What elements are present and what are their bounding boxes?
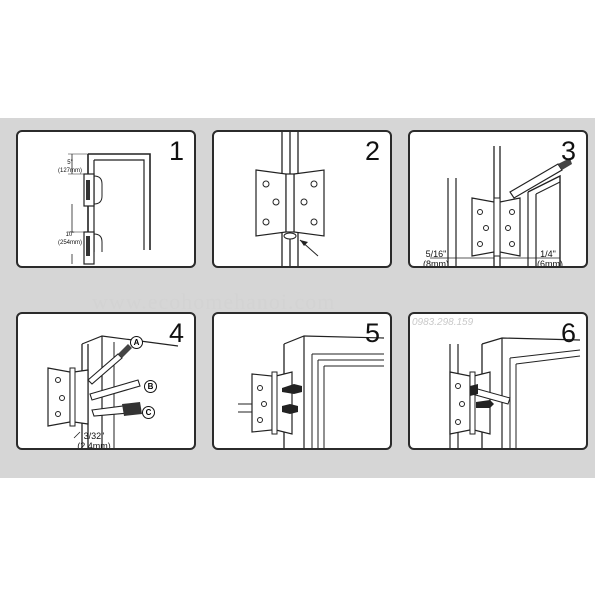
step-5-illustration — [238, 335, 385, 448]
drill-size-mm-label: (2,4mm) — [77, 441, 111, 450]
step-4-number: 4 — [168, 318, 184, 348]
left-measure-label: 5/16" — [425, 249, 447, 259]
left-measure-mm-label: (8mm) — [423, 259, 449, 268]
step-2-number: 2 — [364, 136, 380, 166]
top-distance-mm-label: (127mm) — [57, 168, 82, 174]
right-measure-mm-label: (6mm) — [537, 259, 563, 268]
step-4-illustration — [47, 335, 179, 448]
bottom-distance-label: 10" — [65, 232, 75, 238]
bit-b-marker: B — [144, 380, 157, 393]
step-1-panel: 1 5" (127mm) 10" (254mm) — [16, 130, 196, 268]
step-3-panel: 3 5/16" (8mm) 1/4" (6mm) — [408, 130, 588, 268]
step-6-illustration — [449, 337, 581, 448]
step-1-number: 1 — [168, 136, 184, 166]
bit-a-marker: A — [130, 336, 143, 349]
top-distance-label: 5" — [67, 160, 73, 166]
step-1-illustration — [68, 153, 151, 265]
right-measure-label: 1/4" — [540, 249, 556, 259]
website-watermark: www.ecohomehanoi.com — [92, 289, 336, 314]
bottom-distance-mm-label: (254mm) — [57, 240, 82, 246]
phone-watermark: 0983.298.159 — [412, 317, 474, 328]
step-5-number: 5 — [364, 318, 380, 348]
step-3-illustration — [430, 146, 572, 266]
step-4-panel: 4 A B C 3/32" (2,4mm) — [16, 312, 196, 450]
step-2-illustration — [255, 132, 325, 266]
step-2-panel: 2 — [212, 130, 392, 268]
step-6-panel: 6 — [408, 312, 588, 450]
step-6-number: 6 — [560, 318, 576, 348]
step-3-number: 3 — [560, 136, 576, 166]
drill-size-label: 3/32" — [83, 431, 105, 441]
bit-c-marker: C — [142, 406, 155, 419]
step-5-panel: 5 — [212, 312, 392, 450]
